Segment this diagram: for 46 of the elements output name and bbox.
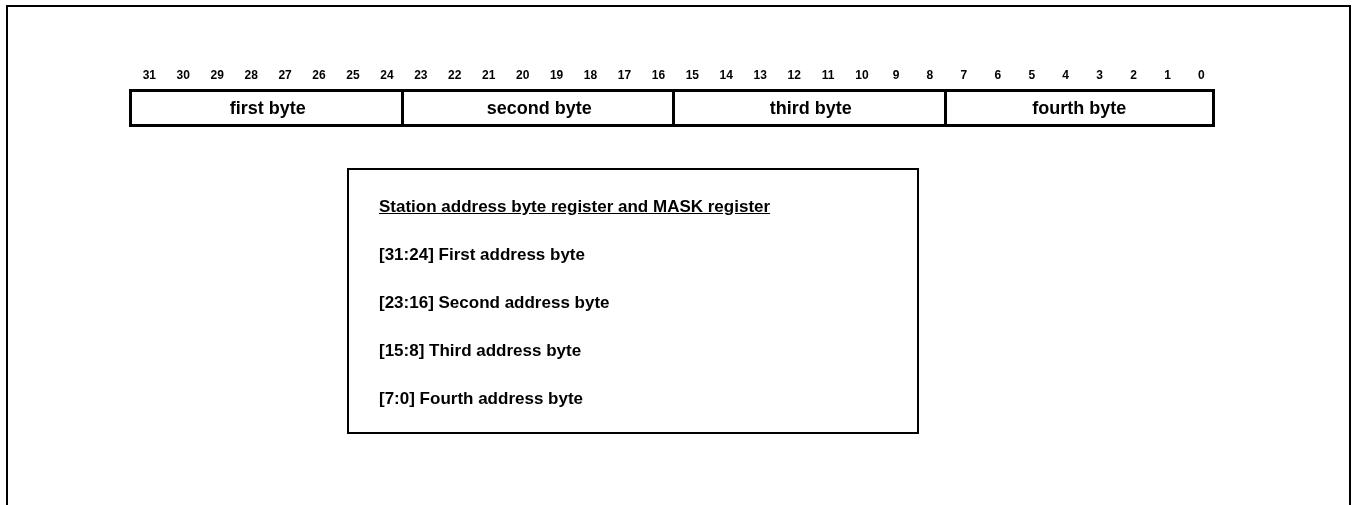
bit-number: 17 bbox=[616, 69, 633, 81]
description-line: [31:24] First address byte bbox=[379, 244, 585, 265]
bit-number: 18 bbox=[582, 69, 599, 81]
bit-number: 27 bbox=[277, 69, 293, 81]
bit-number: 23 bbox=[413, 69, 429, 81]
bit-number: 13 bbox=[752, 69, 768, 81]
bit-number: 31 bbox=[141, 69, 158, 81]
bit-number: 11 bbox=[820, 69, 836, 81]
description-heading: Station address byte register and MASK register bbox=[379, 196, 771, 217]
register-field bbox=[400, 89, 675, 127]
bit-number: 26 bbox=[311, 69, 327, 81]
bit-number: 3 bbox=[1095, 69, 1104, 81]
bit-number: 5 bbox=[1027, 69, 1037, 81]
bit-number: 7 bbox=[959, 69, 969, 81]
bit-number: 25 bbox=[345, 69, 361, 81]
bit-number: 4 bbox=[1061, 69, 1070, 81]
bit-number: 29 bbox=[209, 69, 225, 81]
bit-number: 30 bbox=[175, 69, 191, 81]
register-field bbox=[943, 89, 1215, 127]
bit-number: 2 bbox=[1129, 69, 1138, 81]
description-line: [23:16] Second address byte bbox=[379, 292, 610, 313]
register-field bbox=[672, 89, 947, 127]
field-label: second byte bbox=[486, 96, 592, 120]
bit-number: 8 bbox=[925, 69, 935, 81]
field-label: fourth byte bbox=[1032, 96, 1127, 120]
bit-number: 14 bbox=[718, 69, 734, 81]
bit-number: 20 bbox=[515, 69, 531, 81]
bit-number: 22 bbox=[447, 69, 463, 81]
bit-number: 6 bbox=[993, 69, 1003, 81]
field-label: first byte bbox=[229, 96, 306, 120]
bit-number: 28 bbox=[243, 69, 259, 81]
description-line: [15:8] Third address byte bbox=[379, 340, 582, 361]
field-label: third byte bbox=[769, 96, 852, 120]
bit-number: 1 bbox=[1163, 69, 1172, 81]
bit-number: 12 bbox=[786, 69, 802, 81]
bit-number: 9 bbox=[891, 69, 901, 81]
bit-number: 15 bbox=[684, 69, 701, 81]
bit-number: 0 bbox=[1197, 69, 1206, 81]
bit-number: 24 bbox=[379, 69, 395, 81]
register-field bbox=[129, 89, 404, 127]
description-box bbox=[347, 168, 919, 434]
description-line: [7:0] Fourth address byte bbox=[379, 388, 584, 409]
bit-number: 16 bbox=[650, 69, 667, 81]
bit-number: 21 bbox=[481, 69, 497, 81]
bit-number: 10 bbox=[854, 69, 870, 81]
bit-number: 19 bbox=[548, 69, 565, 81]
